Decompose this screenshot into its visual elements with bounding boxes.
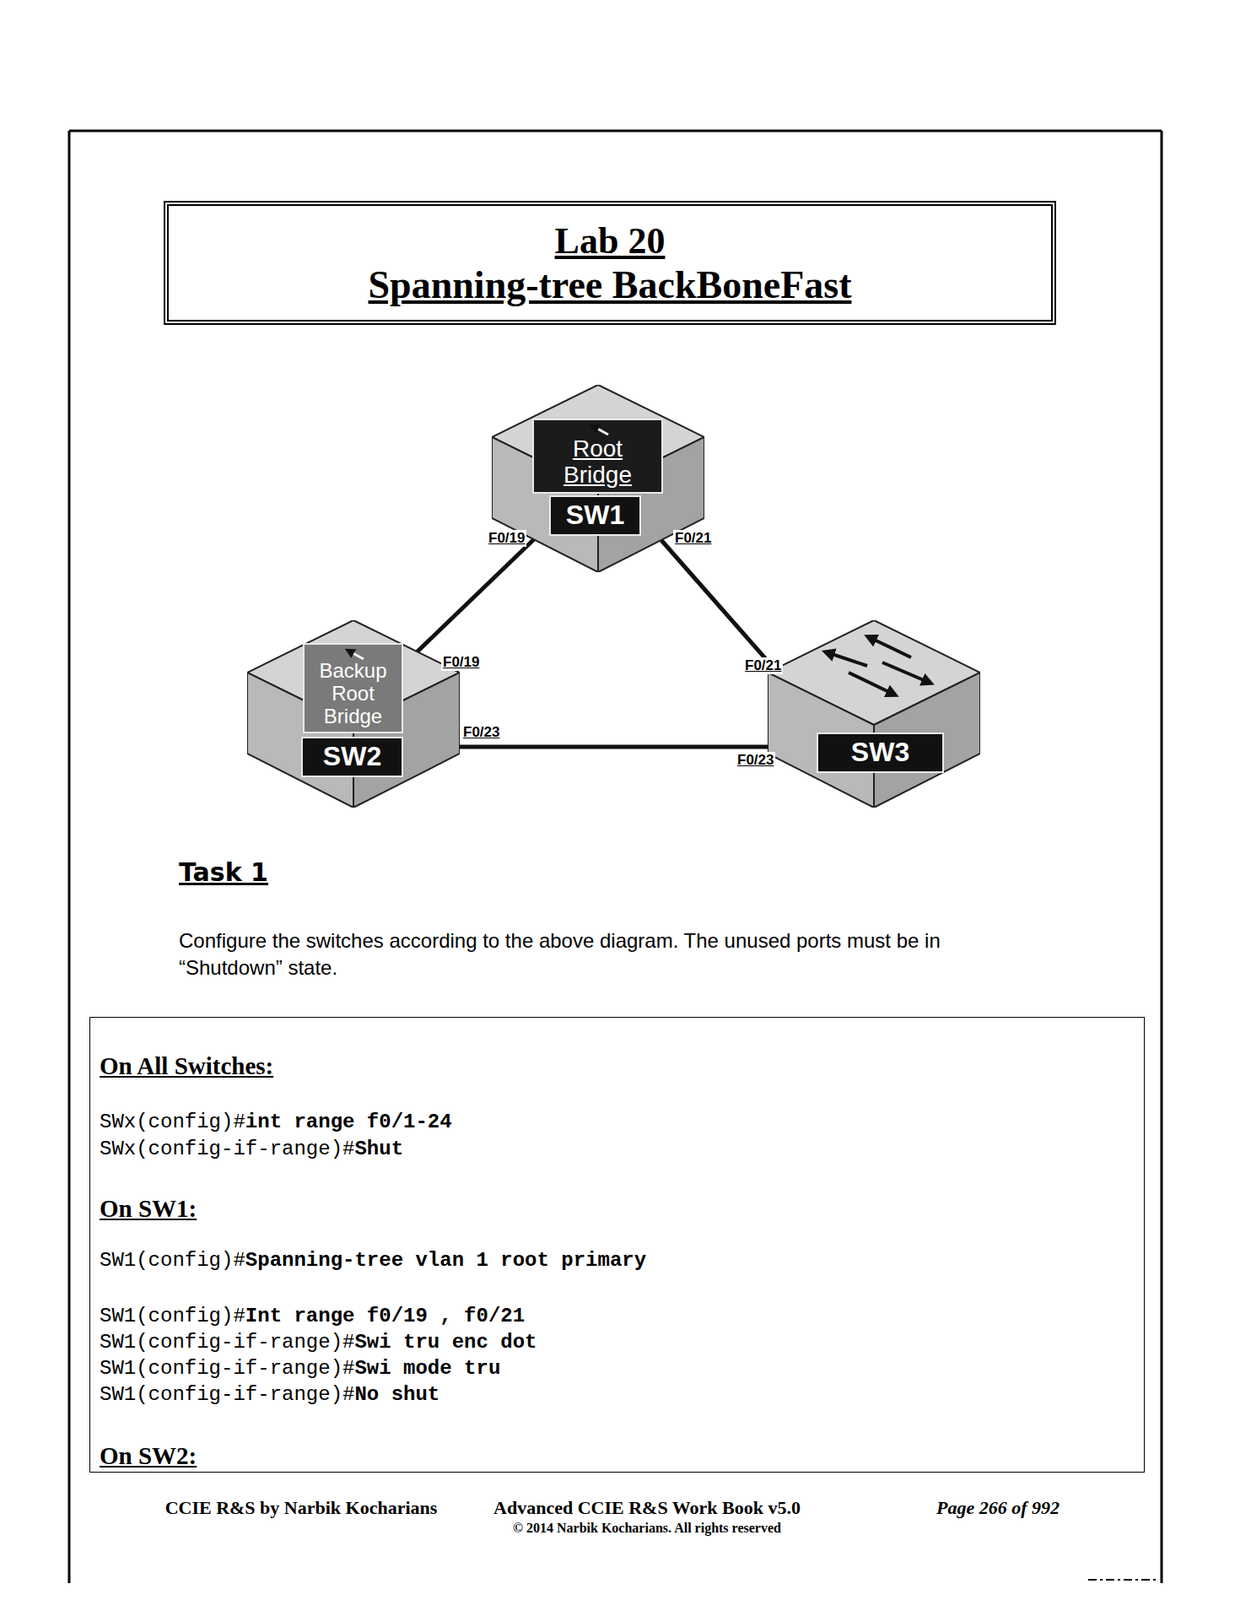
title-box: Lab 20Spanning-tree BackBoneFast xyxy=(163,200,1057,325)
code-row: On SW1: xyxy=(99,1194,197,1223)
cli-prompt: SW1(config-if-range)# xyxy=(99,1356,355,1380)
role-label: Backup Root Bridge xyxy=(312,659,394,728)
label-plate: Backup Root Bridge xyxy=(302,642,404,734)
frame-line xyxy=(68,130,71,1583)
trunk-link xyxy=(459,744,768,750)
cli-command: Swi mode tru xyxy=(354,1356,501,1380)
cli-command: Spanning-tree vlan 1 root primary xyxy=(245,1248,647,1272)
footer-text: Advanced CCIE R&S Work Book v5.0 xyxy=(493,1496,801,1519)
footer-text: CCIE R&S by Narbik Kocharians xyxy=(165,1496,438,1519)
lab-title: Spanning-tree BackBoneFast xyxy=(368,263,852,308)
code-row: SWx(config)#int range f0/1-24 xyxy=(99,1110,453,1133)
page-number: Page 266 of 992 xyxy=(936,1496,1060,1519)
frame-line xyxy=(1160,130,1164,1583)
cli-prompt: SWx(config-if-range)# xyxy=(99,1137,355,1160)
label-plate: SW3 xyxy=(816,732,944,773)
port-label: F0/21 xyxy=(673,529,713,547)
code-row: SW1(config-if-range)#Swi tru enc dot xyxy=(99,1330,538,1354)
label-plate: SW1 xyxy=(549,495,642,536)
code-row: On All Switches: xyxy=(99,1051,274,1080)
lab-number: Lab 20 xyxy=(555,219,666,264)
code-row: SW1(config-if-range)#No shut xyxy=(99,1382,440,1406)
switch-name: SW1 xyxy=(566,500,625,531)
task-text: Configure the switches according to the … xyxy=(178,927,1031,982)
cli-prompt: SW1(config-if-range)# xyxy=(99,1382,355,1406)
cli-command: No shut xyxy=(354,1382,440,1406)
switch-name: SW2 xyxy=(323,741,382,772)
frame-dash xyxy=(1088,1578,1158,1580)
switch-node: SW3 xyxy=(767,620,981,808)
section-heading: On All Switches: xyxy=(99,1051,274,1079)
trunk-link xyxy=(661,539,776,669)
task-heading: Task 1 xyxy=(178,857,269,888)
port-label: F0/23 xyxy=(735,751,776,769)
port-label: F0/19 xyxy=(441,653,481,671)
cli-prompt: SWx(config)# xyxy=(99,1110,246,1133)
port-label: F0/21 xyxy=(743,657,783,675)
switch-name: SW3 xyxy=(851,737,910,768)
label-plate: SW2 xyxy=(301,736,404,777)
switch-arrow xyxy=(868,636,912,658)
role-label: Root Bridge xyxy=(551,435,645,489)
arrow-line xyxy=(593,425,609,435)
port-label: F0/19 xyxy=(486,529,527,547)
code-box: On All Switches: SWx(config)#int range f0… xyxy=(89,1016,1145,1473)
code-row: SW1(config-if-range)#Swi mode tru xyxy=(99,1356,501,1380)
switch-arrow xyxy=(826,652,868,666)
switch-icon xyxy=(767,620,981,808)
label-plate: Root Bridge xyxy=(532,418,664,494)
cli-prompt: SW1(config)# xyxy=(99,1248,246,1272)
arrow-line xyxy=(348,650,364,659)
section-heading: On SW2: xyxy=(99,1441,197,1469)
cli-command: Swi tru enc dot xyxy=(354,1330,537,1354)
cli-command: int range f0/1-24 xyxy=(245,1110,453,1133)
frame-line xyxy=(69,129,1162,133)
copyright-text: © 2014 Narbik Kocharians. All rights res… xyxy=(512,1519,782,1536)
arrow-icon xyxy=(581,421,615,437)
cli-command: Int range f0/19 , f0/21 xyxy=(245,1304,525,1327)
cli-prompt: SW1(config)# xyxy=(99,1304,246,1327)
code-row: SWx(config-if-range)#Shut xyxy=(99,1137,404,1160)
cli-prompt: SW1(config-if-range)# xyxy=(99,1330,355,1354)
code-row: SW1(config)#Spanning-tree vlan 1 root pr… xyxy=(99,1248,647,1272)
cli-command: Shut xyxy=(354,1137,404,1160)
code-row: On SW2: xyxy=(99,1441,197,1470)
switch-node: Backup Root BridgeSW2 xyxy=(247,620,460,808)
switch-arrow xyxy=(848,672,895,695)
code-row: SW1(config)#Int range f0/19 , f0/21 xyxy=(99,1304,525,1327)
switch-arrow xyxy=(882,662,930,683)
trunk-link xyxy=(417,539,534,652)
section-heading: On SW1: xyxy=(99,1194,197,1222)
port-label: F0/23 xyxy=(461,723,502,741)
